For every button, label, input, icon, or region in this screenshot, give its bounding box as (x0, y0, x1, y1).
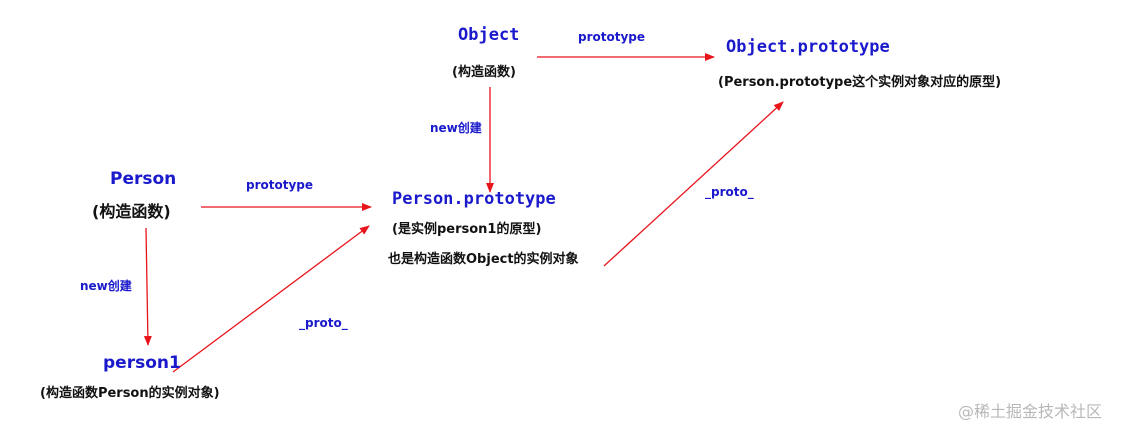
object-prototype-note: (Person.prototype这个实例对象对应的原型) (718, 75, 1002, 90)
person-prototype-note-1: (是实例person1的原型) (392, 222, 542, 237)
edge-label-person1-proto: _proto_ (299, 316, 348, 330)
person-note: (构造函数) (92, 202, 171, 221)
object-note: (构造函数) (452, 65, 516, 80)
object-prototype-title: Object.prototype (726, 37, 890, 57)
watermark: @稀土掘金技术社区 (958, 402, 1103, 421)
edge-label-person-prototype-proto: _proto_ (705, 185, 754, 199)
arrow-person-prototype-proto (603, 101, 784, 267)
edge-label-person-new: new创建 (80, 279, 132, 293)
person-title: Person (110, 169, 177, 189)
arrow-person1-proto (172, 225, 370, 373)
edge-label-person-prototype: prototype (246, 178, 314, 192)
edge-label-object-prototype: prototype (578, 30, 646, 44)
person1-title: person1 (103, 353, 181, 373)
person-prototype-note-2: 也是构造函数Object的实例对象 (388, 252, 579, 267)
arrow-person-new-person1 (143, 227, 152, 346)
object-title: Object (458, 25, 520, 45)
person-prototype-title: Person.prototype (392, 189, 556, 209)
person1-note: (构造函数Person的实例对象) (40, 386, 220, 401)
edge-label-object-new: new创建 (430, 121, 482, 135)
